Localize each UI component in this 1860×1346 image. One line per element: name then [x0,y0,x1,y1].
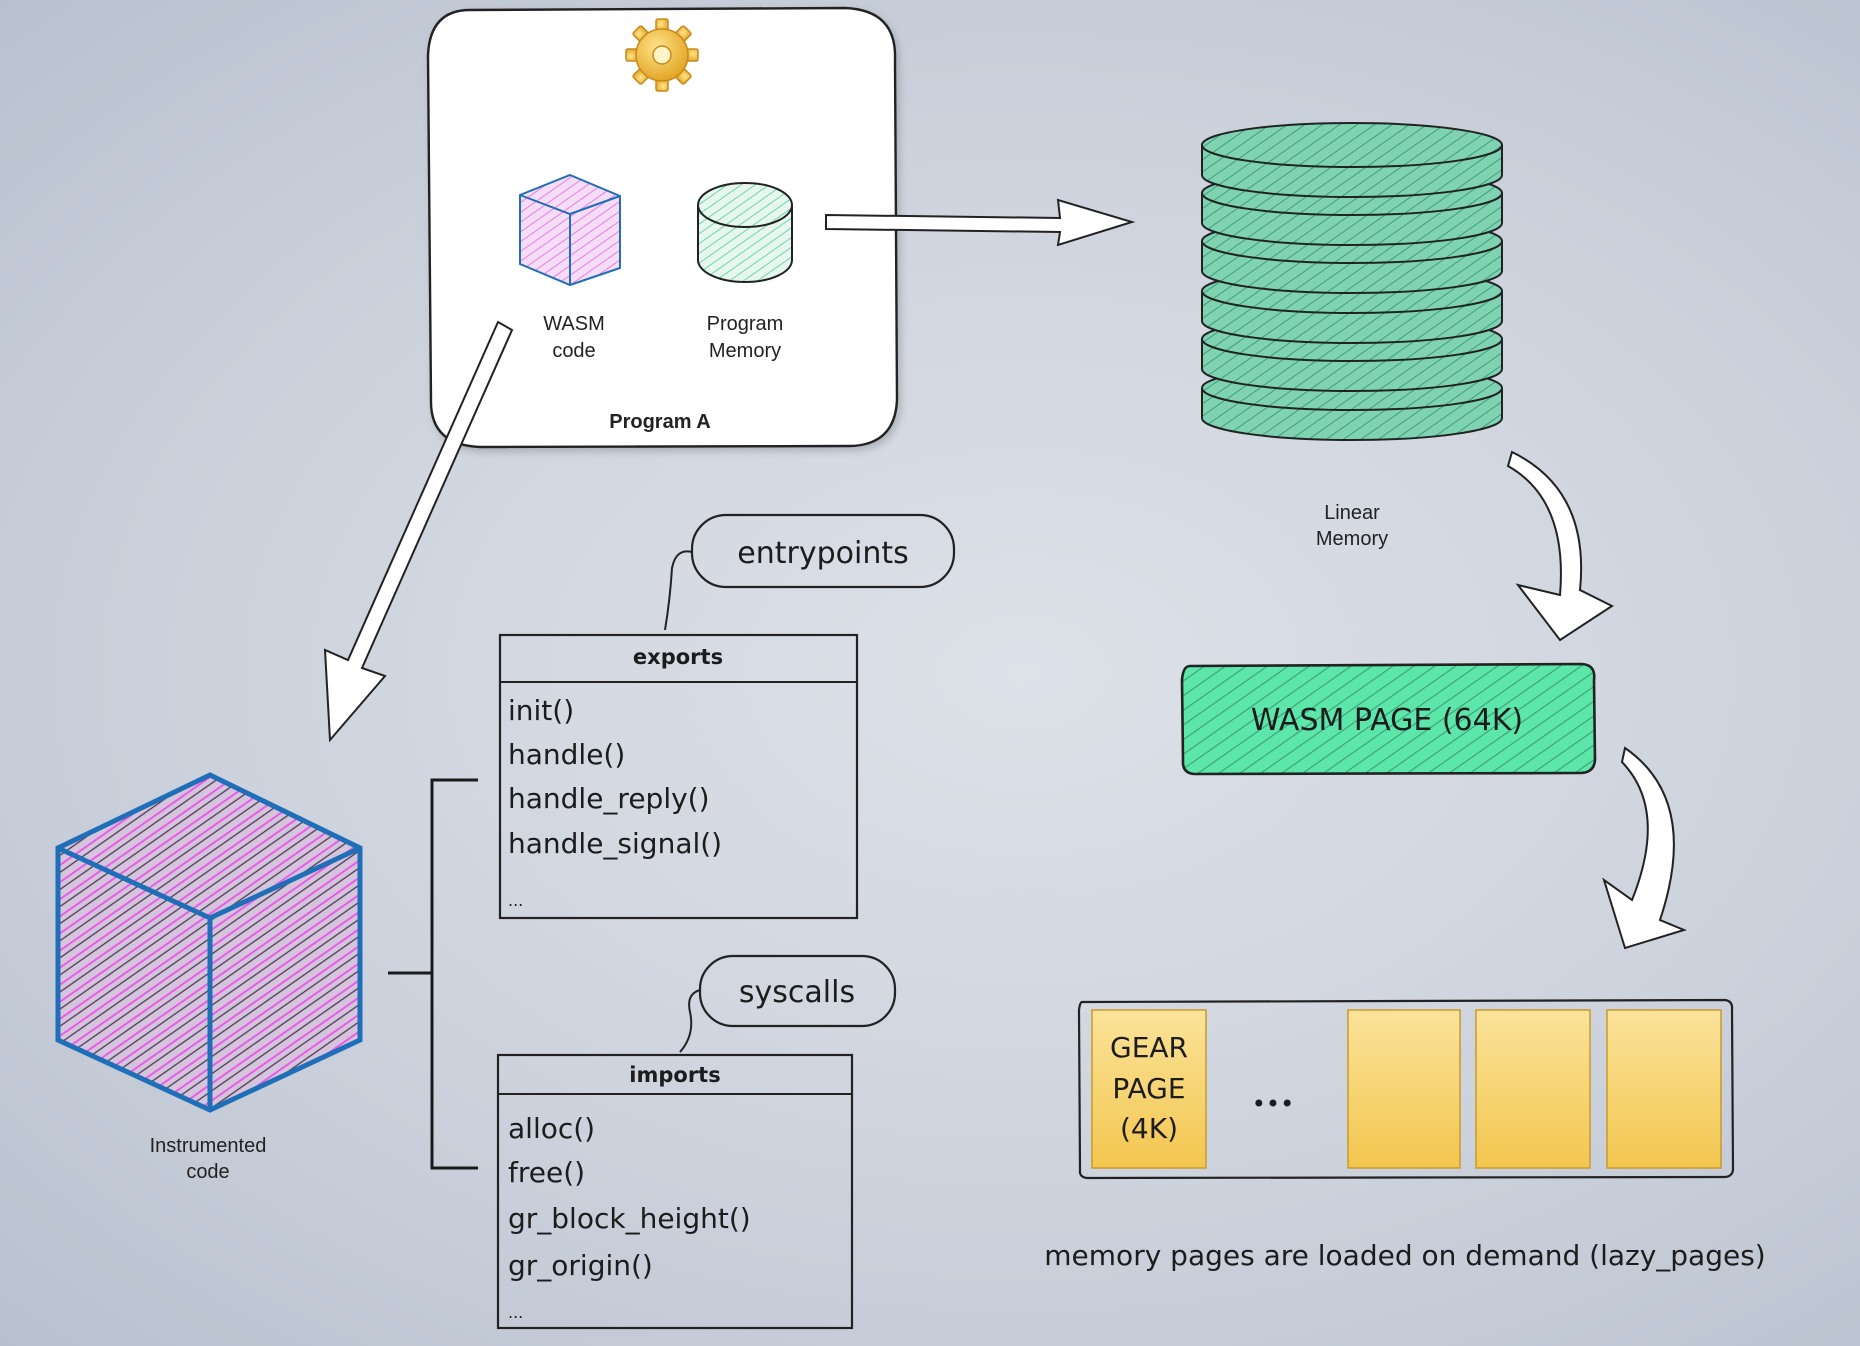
arrow-to-linear-memory [825,198,1136,247]
gear-page-first: GEAR PAGE (4K) [1091,1009,1207,1169]
gear-pages-ellipsis: ••• [1252,1090,1294,1118]
gear-page-label-line1: GEAR [1110,1031,1188,1064]
exports-item: handle_reply() [508,782,710,815]
program-memory-label-line1: Program [707,313,784,335]
exports-item: ... [508,891,523,910]
exports-item: init() [508,694,574,727]
arrow-to-instrumented-code [323,320,514,743]
exports-item: handle_signal() [508,827,722,860]
entrypoints-label: entrypoints [737,536,908,571]
memory-disk-top [1201,122,1503,168]
wasm-code-label-line1: WASM [543,313,604,335]
exports-imports-bracket [388,778,478,1170]
gear-page [1606,1009,1722,1169]
program-memory-cylinder-icon [697,182,793,283]
exports-table: exports init() handle() handle_reply() h… [498,633,859,920]
curved-arrow-to-gear-pages [1602,746,1687,950]
exports-header: exports [633,645,723,669]
lazy-pages-caption: memory pages are loaded on demand (lazy_… [1044,1239,1765,1272]
gear-page [1347,1009,1461,1169]
wasm-code-cube-icon [519,173,621,287]
wasm-code-label-line2: code [552,340,595,362]
wasm-page-box: WASM PAGE (64K) [1180,662,1597,776]
linear-memory-label-line2: Memory [1316,528,1388,550]
imports-item: free() [508,1156,585,1189]
gear-page [1475,1009,1591,1169]
imports-item: ... [508,1303,523,1322]
imports-item: alloc() [508,1112,595,1145]
program-a-box: WASM code Program Memory Program A [426,6,899,449]
syscalls-label: syscalls [739,975,855,1010]
syscalls-callout: syscalls [679,954,897,1053]
instrumented-code-label-line2: code [186,1161,229,1183]
program-a-title: Program A [609,411,711,433]
linear-memory-stack: Linear Memory [1201,122,1503,550]
instrumented-code-cube-icon: Instrumented code [55,772,363,1183]
curved-arrow-to-wasm-page [1506,450,1615,642]
gear-page-label-line2: PAGE [1112,1072,1185,1105]
exports-item: handle() [508,738,625,771]
imports-item: gr_block_height() [508,1202,751,1235]
linear-memory-label-line1: Linear [1324,502,1380,524]
gear-pages-strip: GEAR PAGE (4K) ••• [1077,998,1735,1180]
imports-table: imports alloc() free() gr_block_height()… [496,1053,854,1330]
imports-header: imports [629,1063,720,1087]
program-memory-label-line2: Memory [709,340,781,362]
entrypoints-callout: entrypoints [664,513,956,631]
imports-item: gr_origin() [508,1249,653,1282]
gear-page-label-line3: (4K) [1120,1112,1178,1145]
instrumented-code-label-line1: Instrumented [150,1135,267,1157]
gear-icon [625,18,699,92]
wasm-page-label: WASM PAGE (64K) [1251,703,1523,738]
